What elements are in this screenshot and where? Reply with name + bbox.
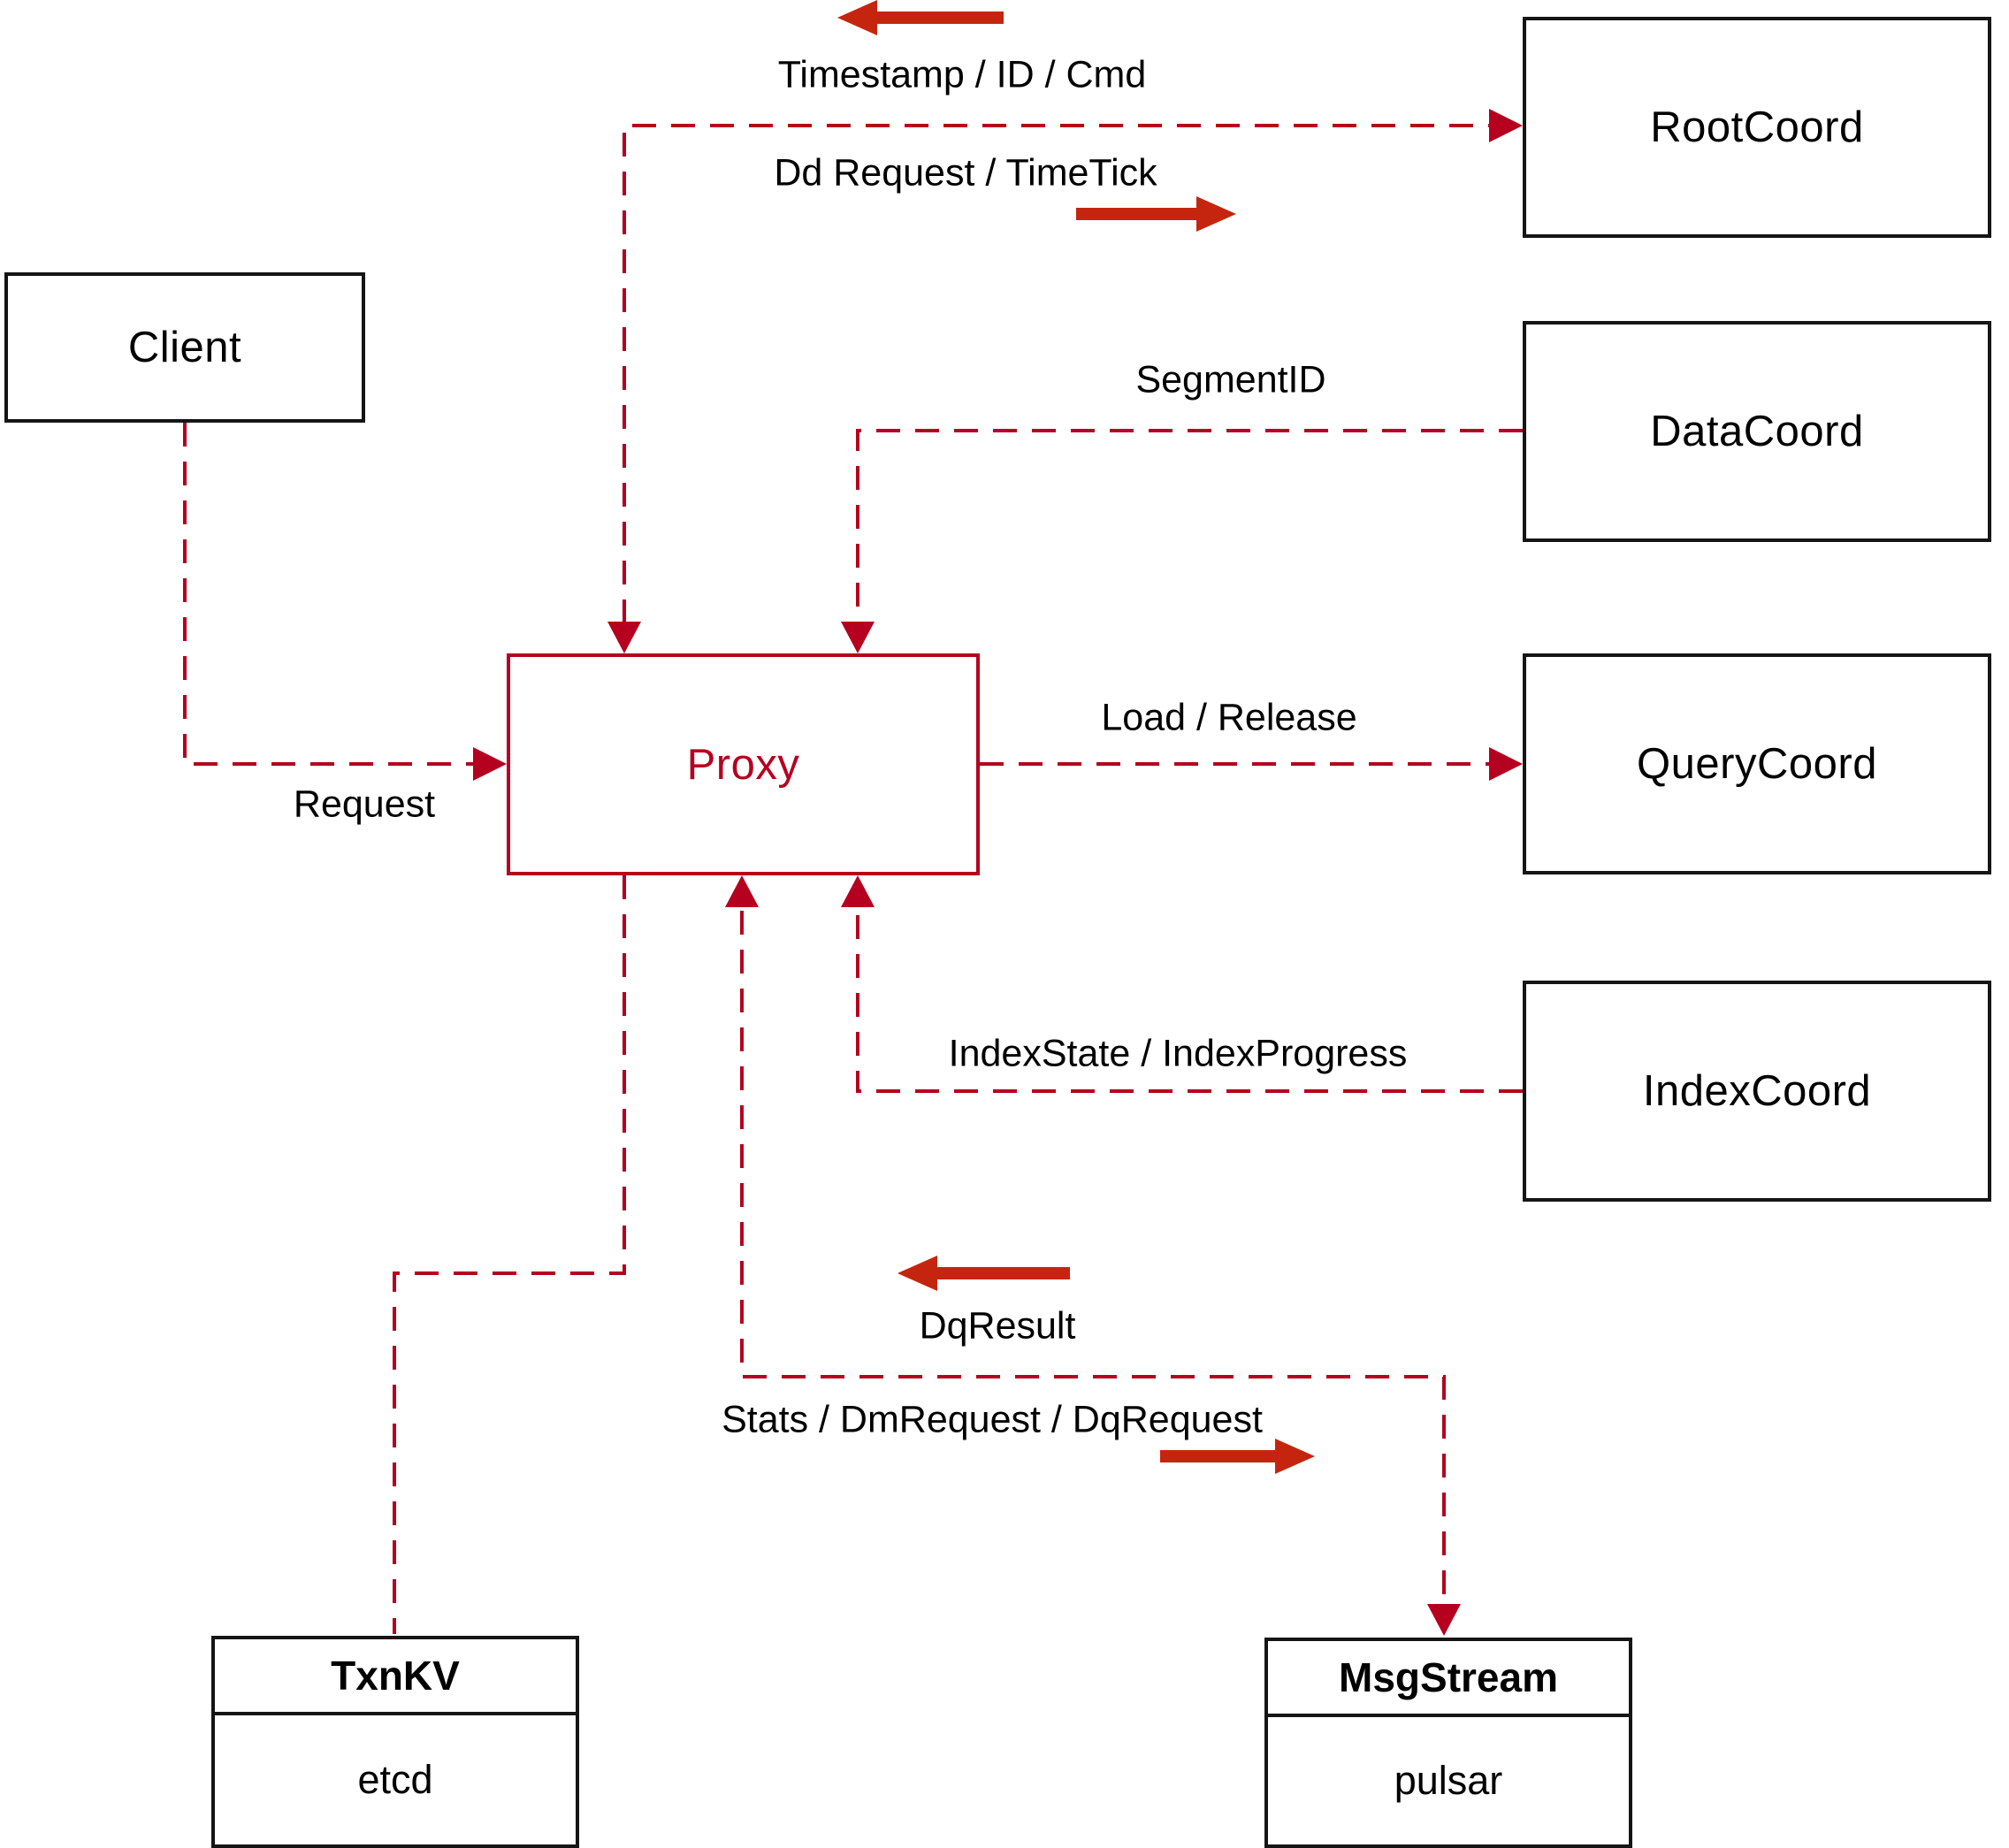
node-rootcoord: RootCoord [1523,17,1991,238]
edge-indexcoord-proxy [856,911,1523,1093]
node-txnkv-subtitle: etcd [357,1757,433,1802]
node-datacoord-label: DataCoord [1650,408,1864,455]
node-txnkv: TxnKV etcd [211,1636,579,1848]
edge-label-request: Request [293,783,436,826]
edge-label-load-release: Load / Release [1101,696,1357,739]
node-proxy-label: Proxy [686,740,800,789]
edge-proxy-rootcoord [623,124,1489,623]
edge-datacoord-proxy [856,429,1523,620]
node-msgstream: MsgStream pulsar [1264,1638,1632,1848]
edge-label-indexstate-indexprogress: IndexState / IndexProgress [948,1032,1408,1075]
node-txnkv-title: TxnKV [215,1639,576,1715]
node-querycoord: QueryCoord [1523,653,1991,874]
node-msgstream-subtitle: pulsar [1394,1758,1503,1803]
direction-arrow-left-dqresult [898,1256,1070,1291]
arrowhead-into-proxy-top-right [841,622,875,653]
node-querycoord-label: QueryCoord [1637,740,1877,788]
arrowhead-into-proxy-bottom-right [841,875,875,907]
arrowhead-into-rootcoord [1489,109,1523,142]
edge-label-segmentid: SegmentID [1135,358,1326,401]
direction-arrow-left-timestamp [837,0,1004,35]
edge-proxy-txnkv [393,875,626,1634]
arrowhead-into-proxy-top-left [607,622,641,653]
node-indexcoord-label: IndexCoord [1642,1067,1872,1115]
node-indexcoord: IndexCoord [1523,981,1991,1202]
node-datacoord: DataCoord [1523,321,1991,542]
node-rootcoord-label: RootCoord [1650,103,1864,151]
arrowhead-into-querycoord [1489,747,1523,781]
direction-arrow-right-ddrequest [1076,196,1236,232]
edge-label-timestamp-id-cmd: Timestamp / ID / Cmd [777,53,1147,96]
edge-client-proxy [183,423,475,766]
edge-label-dd-request-timetick: Dd Request / TimeTick [774,151,1157,195]
node-proxy: Proxy [507,653,980,875]
arrowhead-into-proxy-bottom-left [725,875,759,907]
arrowhead-into-msgstream [1427,1604,1461,1636]
node-client: Client [4,272,365,423]
direction-arrow-right-stats [1160,1439,1315,1474]
edge-label-dqresult: DqResult [919,1304,1076,1348]
node-client-label: Client [127,324,242,371]
arrowhead-into-proxy-left [473,747,507,781]
edge-label-stats-dmrequest-dqrequest: Stats / DmRequest / DqRequest [722,1398,1263,1441]
node-msgstream-title: MsgStream [1268,1641,1629,1717]
edge-proxy-msgstream [740,911,1446,1602]
